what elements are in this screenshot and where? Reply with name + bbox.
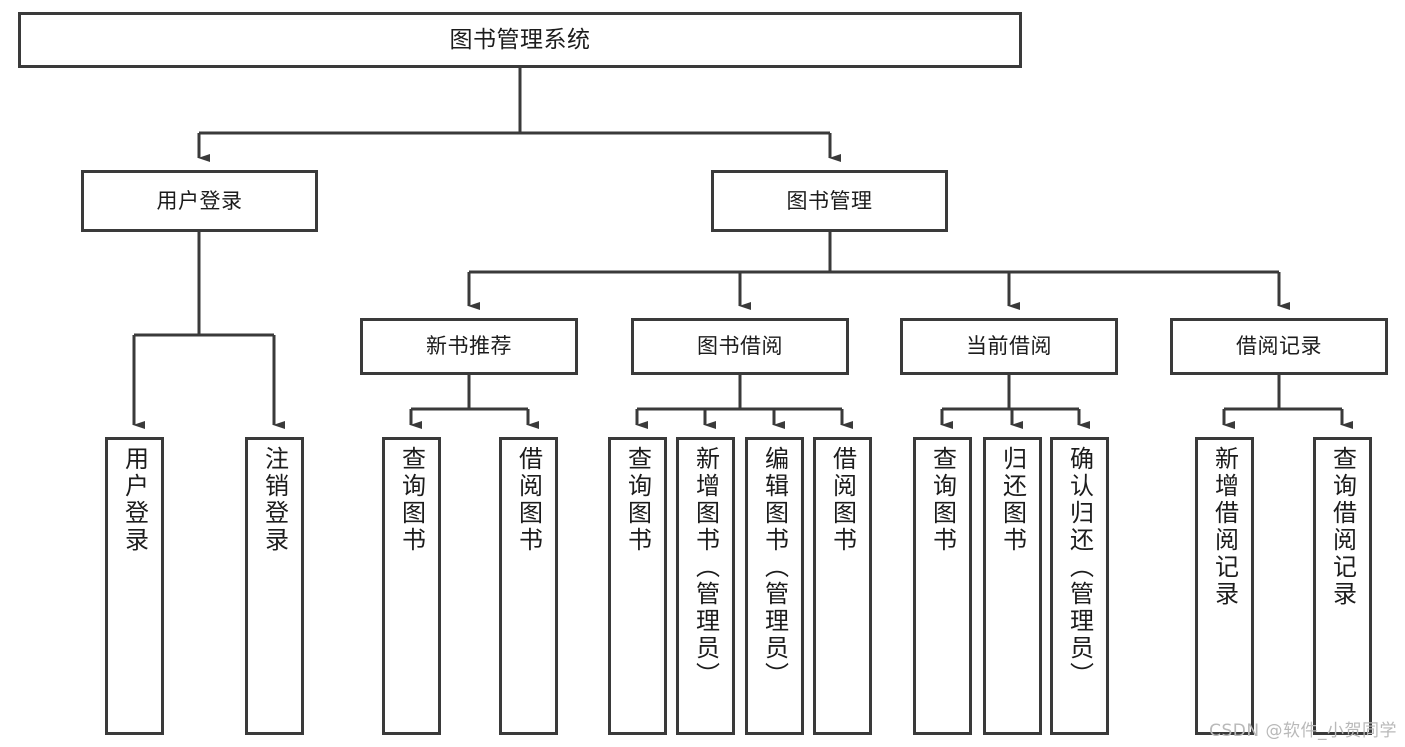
node-user-login[interactable]: 用户登录 (81, 170, 318, 232)
watermark-text: CSDN @软件_小贺同学 (1209, 721, 1397, 741)
node-label: 图书管理系统 (449, 26, 591, 53)
node-label: 图书管理 (786, 188, 873, 213)
leaf-return-book[interactable]: 归还图书 (983, 437, 1042, 735)
node-label: 查询图书 (928, 446, 957, 554)
node-label: 查询图书 (397, 446, 426, 554)
node-label: 借阅图书 (828, 446, 857, 554)
node-label: 新增借阅记录 (1210, 446, 1239, 608)
node-label: 当前借阅 (966, 334, 1052, 359)
node-borrow-record[interactable]: 借阅记录 (1170, 318, 1388, 375)
leaf-add-book-admin[interactable]: 新增图书（管理员） (676, 437, 735, 735)
leaf-add-borrow-record[interactable]: 新增借阅记录 (1195, 437, 1254, 735)
leaf-search-borrow-record[interactable]: 查询借阅记录 (1313, 437, 1372, 735)
node-label: 确认归还（管理员） (1065, 446, 1094, 689)
node-label: 编辑图书（管理员） (760, 446, 789, 689)
leaf-logout[interactable]: 注销登录 (245, 437, 304, 735)
node-current-borrow[interactable]: 当前借阅 (900, 318, 1118, 375)
leaf-confirm-return-admin[interactable]: 确认归还（管理员） (1050, 437, 1109, 735)
node-label: 图书借阅 (697, 334, 783, 359)
node-label: 用户登录 (120, 446, 149, 554)
leaf-search-book-borrow[interactable]: 查询图书 (608, 437, 667, 735)
node-new-book-recommend[interactable]: 新书推荐 (360, 318, 578, 375)
node-label: 借阅图书 (514, 446, 543, 554)
node-book-borrow[interactable]: 图书借阅 (631, 318, 849, 375)
leaf-user-login[interactable]: 用户登录 (105, 437, 164, 735)
node-label: 借阅记录 (1236, 334, 1322, 359)
node-label: 新书推荐 (426, 334, 512, 359)
leaf-search-book-newbook[interactable]: 查询图书 (382, 437, 441, 735)
node-label: 新增图书（管理员） (691, 446, 720, 689)
leaf-search-book-current[interactable]: 查询图书 (913, 437, 972, 735)
leaf-borrow-book[interactable]: 借阅图书 (813, 437, 872, 735)
node-book-management[interactable]: 图书管理 (711, 170, 948, 232)
node-label: 用户登录 (156, 188, 243, 213)
node-root-system[interactable]: 图书管理系统 (18, 12, 1022, 68)
node-label: 查询图书 (623, 446, 652, 554)
node-label: 归还图书 (998, 446, 1027, 554)
node-label: 查询借阅记录 (1328, 446, 1357, 608)
node-label: 注销登录 (260, 446, 289, 554)
leaf-edit-book-admin[interactable]: 编辑图书（管理员） (745, 437, 804, 735)
leaf-borrow-book-newbook[interactable]: 借阅图书 (499, 437, 558, 735)
